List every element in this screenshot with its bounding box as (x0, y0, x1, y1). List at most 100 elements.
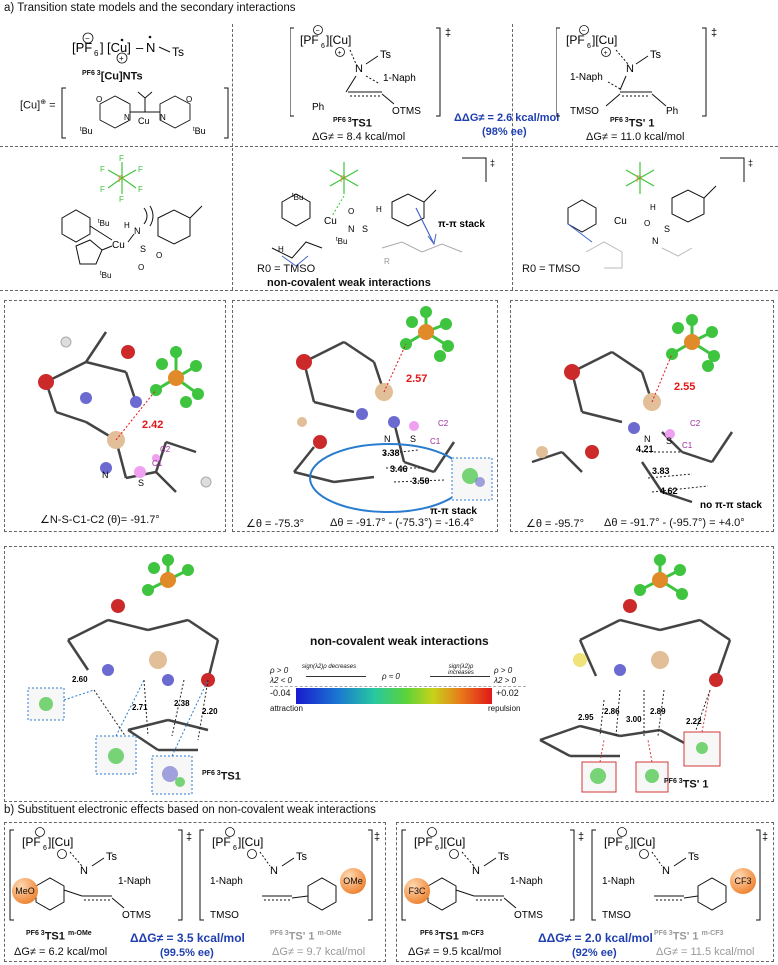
svg-text:1-Naph: 1-Naph (210, 876, 243, 887)
svg-text:C2: C2 (438, 419, 449, 428)
svg-text:‡: ‡ (186, 831, 192, 843)
nci-scale-max: +0.02 (496, 688, 519, 698)
row2-r0-right: R0 = TMSO (522, 263, 581, 275)
svg-text:Cu: Cu (112, 240, 125, 251)
b-left-ts1-label: PF6 3TS1 m-OMe (26, 930, 92, 943)
svg-text:][Cu]: ][Cu] (592, 33, 617, 47)
svg-text:6: 6 (435, 845, 439, 852)
svg-text:6: 6 (94, 49, 99, 58)
svg-text:N: N (134, 226, 141, 236)
svg-text:2.22: 2.22 (686, 717, 702, 726)
svg-text:‡: ‡ (762, 831, 768, 843)
svg-text:N: N (626, 63, 634, 75)
svg-text:1-Naph: 1-Naph (118, 876, 151, 887)
svg-text:]: ] (100, 40, 104, 55)
svg-text:‡: ‡ (445, 27, 451, 39)
meo-substituent: MeO (12, 878, 38, 904)
svg-text:Ts: Ts (172, 45, 184, 59)
svg-text:F: F (100, 165, 105, 174)
svg-text:2.71: 2.71 (132, 703, 148, 712)
row2-pipi-label: π-π stack (438, 219, 485, 230)
svg-text:2.38: 2.38 (174, 699, 190, 708)
svg-text:Ts: Ts (498, 851, 510, 863)
b-right-ts1-energy: ΔG≠ = 9.5 kcal/mol (408, 946, 502, 958)
nci-scale-min: -0.04 (270, 688, 291, 698)
svg-text:H: H (278, 245, 284, 254)
svg-text:‡: ‡ (711, 27, 717, 39)
svg-text:tBu: tBu (193, 126, 206, 136)
svg-text:N: N (270, 865, 278, 877)
ddg-a: ΔΔG≠ = 2.6 kcal/mol (454, 112, 560, 124)
svg-text:C1: C1 (430, 437, 441, 446)
svg-text:OTMS: OTMS (392, 106, 421, 117)
svg-text:C2: C2 (160, 445, 171, 454)
svg-text:][Cu]: ][Cu] (630, 835, 655, 849)
svg-text:Ph: Ph (666, 106, 678, 117)
b-left-tsp1-label: PF6 3TS' 1 m-OMe (270, 930, 342, 943)
svg-text:P: P (118, 174, 124, 184)
svg-text:R: R (384, 257, 390, 266)
svg-text:−: − (316, 28, 320, 35)
row3-right-molecule: 2.55 N S C1 C2 4.21 3.83 4.62 no π-π sta… (531, 314, 762, 511)
svg-text:O: O (348, 207, 354, 216)
row2-r0-mid: R0 = TMSO (257, 263, 316, 275)
svg-text:1-Naph: 1-Naph (570, 72, 603, 83)
svg-text:+: + (338, 50, 342, 57)
svg-text:–: – (136, 40, 144, 55)
svg-text:H: H (376, 205, 382, 214)
svg-text:6: 6 (625, 845, 629, 852)
svg-text:O: O (96, 95, 102, 104)
svg-text:4.21: 4.21 (636, 444, 654, 454)
svg-text:6: 6 (43, 845, 47, 852)
svg-text:O: O (186, 95, 192, 104)
cuntss-n: N (146, 40, 155, 55)
svg-text:S: S (666, 436, 672, 446)
svg-text:Ts: Ts (688, 851, 700, 863)
svg-text:N: N (662, 865, 670, 877)
svg-text:‡: ‡ (490, 158, 495, 168)
svg-text:4.62: 4.62 (660, 486, 678, 496)
svg-text:1-Naph: 1-Naph (602, 876, 635, 887)
svg-text:H: H (650, 203, 656, 212)
svg-text:−: − (85, 34, 90, 43)
svg-text:C2: C2 (690, 419, 701, 428)
cf3-substituent: CF3 (730, 868, 756, 894)
row2-left-structure: F F F F F F P Cu N S O O H tBu tBu (61, 154, 203, 280)
ts1-label: PF6 3TS1 (333, 117, 372, 130)
svg-text:P: P (340, 174, 346, 184)
svg-text:‡: ‡ (578, 831, 584, 843)
svg-text:tBu: tBu (80, 126, 93, 136)
svg-text:N: N (160, 113, 166, 122)
row3-right-dist: 2.55 (674, 381, 695, 393)
nci-gradient-bar (296, 688, 492, 704)
svg-text:[PF: [PF (72, 40, 92, 55)
svg-text:Cu: Cu (614, 216, 627, 227)
svg-text:Ts: Ts (106, 851, 118, 863)
svg-text:N: N (644, 434, 651, 444)
row3-left-molecule: 2.42 N S C1 C2 (38, 331, 212, 493)
row3-right-caption-a: ∠θ = -95.7° (526, 518, 584, 530)
svg-text:‡: ‡ (748, 158, 753, 168)
ee-a: (98% ee) (482, 126, 527, 138)
svg-text:O: O (644, 219, 650, 228)
b-right-ddg: ΔΔG≠ = 2.0 kcal/mol (538, 931, 653, 945)
svg-text:[PF: [PF (22, 835, 41, 849)
nci-attraction: attraction (270, 704, 303, 713)
svg-text:N: N (348, 224, 355, 234)
row3-left-box (4, 300, 226, 532)
svg-text:Ts: Ts (650, 49, 662, 61)
svg-text:tBu: tBu (98, 219, 109, 228)
row3-left-caption: ∠N-S-C1-C2 (θ)= -91.7° (40, 514, 160, 526)
svg-text:3.83: 3.83 (652, 466, 670, 476)
row3-left-dist: 2.42 (142, 419, 163, 431)
section-b-left-box (4, 822, 386, 962)
row3-right-box (510, 300, 774, 532)
svg-text:2.86: 2.86 (604, 707, 620, 716)
svg-text:P: P (636, 174, 642, 184)
svg-text:][Cu]: ][Cu] (440, 835, 465, 849)
svg-text:F: F (100, 185, 105, 194)
svg-text:[PF: [PF (566, 33, 585, 47)
svg-text:N: N (102, 470, 109, 480)
row3-mid-box (232, 300, 498, 532)
